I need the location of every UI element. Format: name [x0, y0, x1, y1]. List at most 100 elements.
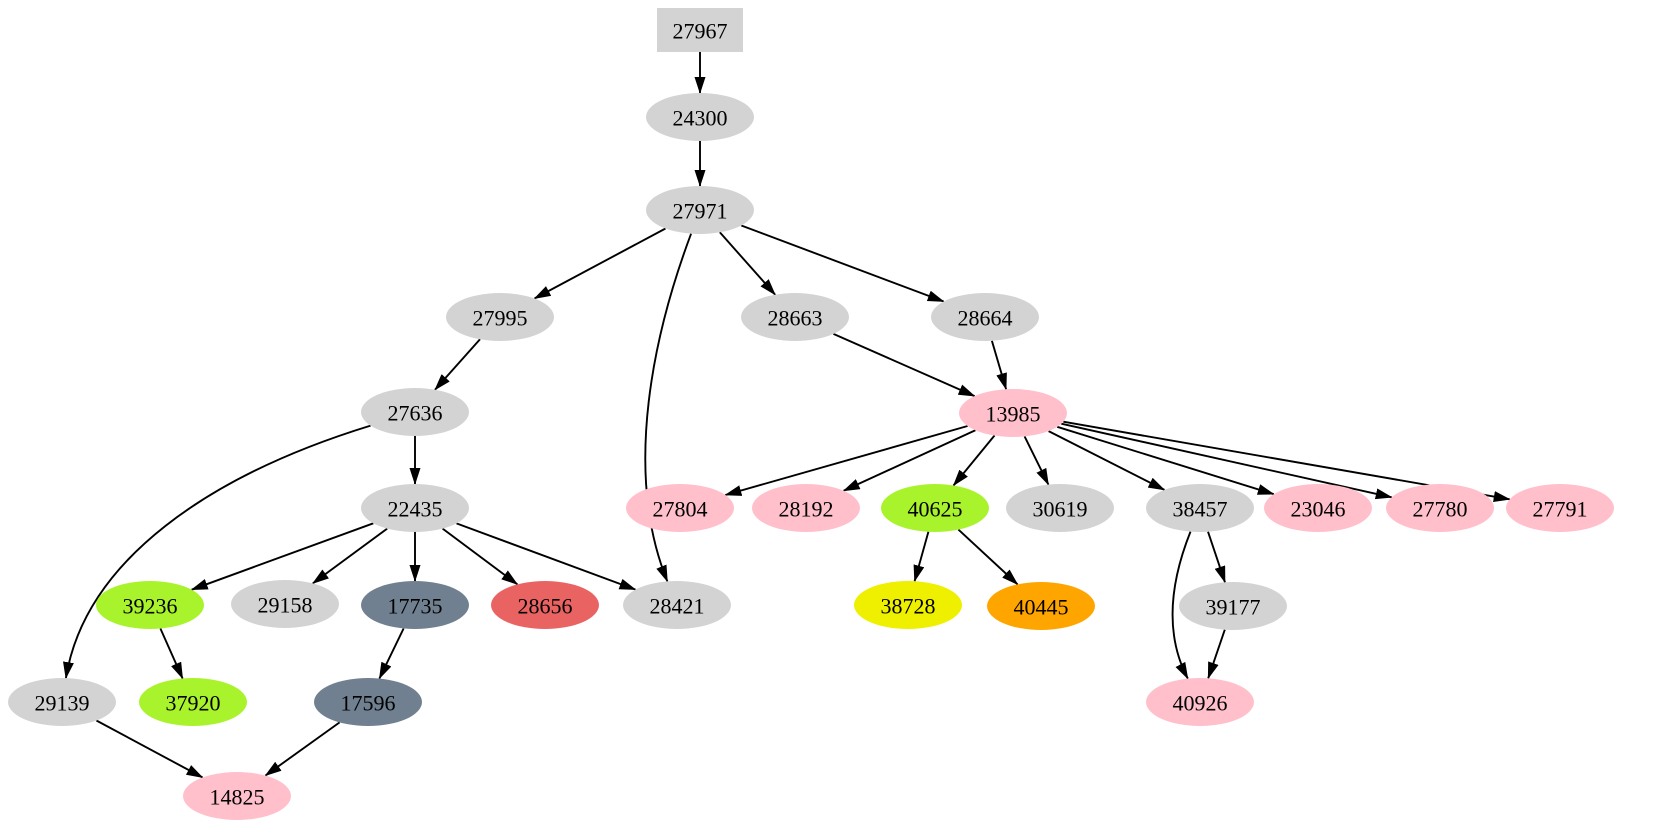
node-27780: 27780 — [1386, 484, 1494, 532]
node-27636: 27636 — [361, 388, 469, 436]
node-ellipse-shape — [1264, 484, 1372, 532]
nodes-layer: 27967 24300 27971 27995 28663 28664 27636 13985… — [8, 8, 1614, 820]
node-label: 23046 — [1291, 497, 1346, 522]
node-label: 17735 — [388, 594, 443, 619]
edge-13985-40625 — [952, 434, 996, 487]
edge-27971-28664 — [740, 224, 945, 303]
node-ellipse-shape — [96, 581, 204, 629]
edge-27971-27995 — [533, 227, 666, 300]
node-label: 28656 — [518, 594, 573, 619]
node-27967: 27967 — [657, 8, 743, 52]
edge-40625-38728 — [913, 531, 930, 583]
node-ellipse-shape — [446, 293, 554, 341]
node-ellipse-shape — [1146, 484, 1254, 532]
node-ellipse-shape — [626, 484, 734, 532]
node-29139: 29139 — [8, 678, 116, 726]
node-label: 28663 — [768, 306, 823, 331]
node-label: 22435 — [388, 497, 443, 522]
node-ellipse-shape — [231, 580, 339, 628]
node-39236: 39236 — [96, 581, 204, 629]
edge-22435-28656 — [442, 527, 519, 586]
edge-13985-30619 — [1023, 435, 1050, 486]
node-label: 17596 — [341, 691, 396, 716]
node-label: 29158 — [258, 593, 313, 618]
node-label: 30619 — [1033, 497, 1088, 522]
node-ellipse-shape — [139, 678, 247, 726]
edge-38457-40926 — [1171, 531, 1192, 680]
node-ellipse-shape — [1006, 484, 1114, 532]
edge-28664-13985 — [990, 340, 1008, 391]
node-ellipse-shape — [361, 388, 469, 436]
node-23046: 23046 — [1264, 484, 1372, 532]
node-label: 28192 — [779, 497, 834, 522]
node-ellipse-shape — [854, 581, 962, 629]
node-label: 38728 — [881, 594, 936, 619]
node-ellipse-shape — [491, 581, 599, 629]
node-label: 27967 — [673, 19, 728, 44]
node-label: 27636 — [388, 401, 443, 426]
node-27995: 27995 — [446, 293, 554, 341]
node-label: 39236 — [123, 594, 178, 619]
node-label: 27791 — [1533, 497, 1588, 522]
node-40445: 40445 — [987, 582, 1095, 630]
node-ellipse-shape — [1179, 582, 1287, 630]
node-37920: 37920 — [139, 678, 247, 726]
edge-13985-27780 — [1061, 422, 1393, 500]
node-ellipse-shape — [183, 772, 291, 820]
node-29158: 29158 — [231, 580, 339, 628]
node-28664: 28664 — [931, 293, 1039, 341]
edge-27636-29139 — [63, 424, 371, 680]
node-40926: 40926 — [1146, 678, 1254, 726]
node-label: 24300 — [673, 106, 728, 131]
node-30619: 30619 — [1006, 484, 1114, 532]
node-label: 28421 — [650, 594, 705, 619]
node-label: 13985 — [986, 402, 1041, 427]
edge-27971-28663 — [719, 231, 776, 296]
edge-22435-39236 — [190, 522, 374, 591]
node-label: 27971 — [673, 199, 728, 224]
node-ellipse-shape — [361, 581, 469, 629]
node-label: 29139 — [35, 691, 90, 716]
node-ellipse-shape — [1506, 484, 1614, 532]
node-label: 27995 — [473, 306, 528, 331]
edge-13985-23046 — [1056, 425, 1275, 496]
node-label: 27804 — [653, 497, 708, 522]
edge-17596-14825 — [264, 721, 341, 777]
node-label: 27780 — [1413, 497, 1468, 522]
node-label: 40926 — [1173, 691, 1228, 716]
node-label: 37920 — [166, 691, 221, 716]
node-label: 39177 — [1206, 595, 1261, 620]
node-box-shape — [657, 8, 743, 52]
node-ellipse-shape — [646, 186, 754, 234]
node-22435: 22435 — [361, 484, 469, 532]
node-27971: 27971 — [646, 186, 754, 234]
edge-17735-17596 — [378, 628, 405, 680]
node-14825: 14825 — [183, 772, 291, 820]
node-label: 38457 — [1173, 497, 1228, 522]
node-38728: 38728 — [854, 581, 962, 629]
node-ellipse-shape — [8, 678, 116, 726]
node-label: 28664 — [958, 306, 1013, 331]
node-28656: 28656 — [491, 581, 599, 629]
node-ellipse-shape — [1146, 678, 1254, 726]
node-ellipse-shape — [361, 484, 469, 532]
node-27791: 27791 — [1506, 484, 1614, 532]
node-ellipse-shape — [931, 293, 1039, 341]
node-28663: 28663 — [741, 293, 849, 341]
edge-13985-38457 — [1048, 430, 1166, 491]
edge-13985-27804 — [724, 425, 968, 496]
edge-13985-28192 — [842, 429, 976, 492]
edge-27995-27636 — [434, 338, 481, 391]
node-ellipse-shape — [623, 581, 731, 629]
node-17735: 17735 — [361, 581, 469, 629]
node-ellipse-shape — [987, 582, 1095, 630]
node-label: 14825 — [210, 785, 265, 810]
node-ellipse-shape — [646, 93, 754, 141]
edge-27971-28421 — [644, 233, 692, 583]
node-ellipse-shape — [959, 389, 1067, 437]
edge-22435-28421 — [456, 522, 637, 591]
edge-28663-13985 — [833, 333, 976, 397]
edge-39236-37920 — [159, 628, 184, 680]
node-ellipse-shape — [1386, 484, 1494, 532]
